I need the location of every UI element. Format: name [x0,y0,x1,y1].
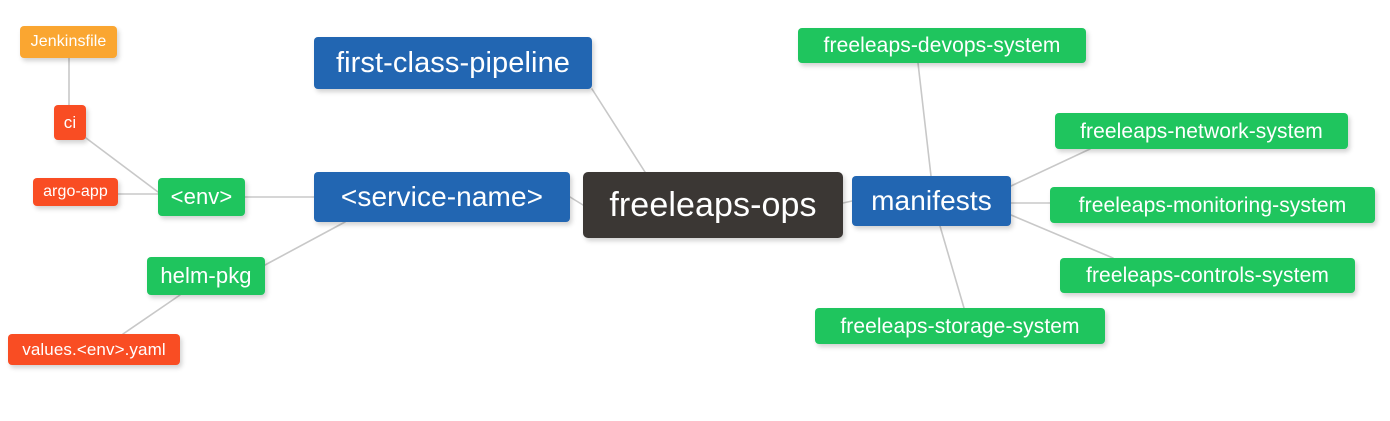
mindmap-node-values-yaml[interactable]: values.<env>.yaml [8,334,180,365]
mindmap-node-label: ci [63,113,77,132]
mindmap-node-devops-system[interactable]: freeleaps-devops-system [798,28,1086,63]
mindmap-node-label: freeleaps-ops [609,186,817,224]
mindmap-node-storage-system[interactable]: freeleaps-storage-system [815,308,1105,344]
edge-root-to-first-class-pipeline [591,88,646,173]
mindmap-node-ci[interactable]: ci [54,105,86,140]
mindmap-node-label: freeleaps-monitoring-system [1078,193,1347,217]
mindmap-node-controls-system[interactable]: freeleaps-controls-system [1060,258,1355,293]
mindmap-node-label: manifests [871,185,992,216]
mindmap-node-label: <env> [170,184,233,209]
mindmap-node-label: helm-pkg [160,263,252,288]
mindmap-node-network-system[interactable]: freeleaps-network-system [1055,113,1348,149]
mindmap-node-label: freeleaps-network-system [1080,119,1323,143]
mindmap-node-argo-app[interactable]: argo-app [33,178,118,206]
mindmap-node-label: freeleaps-storage-system [840,314,1080,338]
edge-manifests-to-network-system [1010,148,1091,187]
mindmap-node-label: freeleaps-controls-system [1086,264,1329,287]
edge-root-to-service-name [569,196,584,206]
mindmap-node-label: <service-name> [340,181,544,212]
mindmap-node-env[interactable]: <env> [158,178,245,216]
mindmap-node-manifests[interactable]: manifests [852,176,1011,226]
mindmap-node-label: first-class-pipeline [335,46,571,79]
mindmap-node-label: argo-app [43,183,108,200]
mindmap-node-first-class-pipeline[interactable]: first-class-pipeline [314,37,592,89]
mindmap-node-label: freeleaps-devops-system [823,34,1061,57]
edge-manifests-to-devops-system [917,62,932,177]
edge-helm-pkg-to-values-yaml [122,294,181,335]
mindmap-node-label: Jenkinsfile [30,33,107,50]
mindmap-node-jenkinsfile[interactable]: Jenkinsfile [20,26,117,58]
mindmap-node-label: values.<env>.yaml [22,340,166,359]
mindmap-node-service-name[interactable]: <service-name> [314,172,570,222]
mindmap-node-root[interactable]: freeleaps-ops [583,172,843,238]
edge-service-name-to-helm-pkg [264,221,346,266]
mindmap-node-helm-pkg[interactable]: helm-pkg [147,257,265,295]
mindmap-node-monitoring-system[interactable]: freeleaps-monitoring-system [1050,187,1375,223]
edge-root-to-manifests [842,200,853,204]
edge-manifests-to-storage-system [939,225,965,309]
